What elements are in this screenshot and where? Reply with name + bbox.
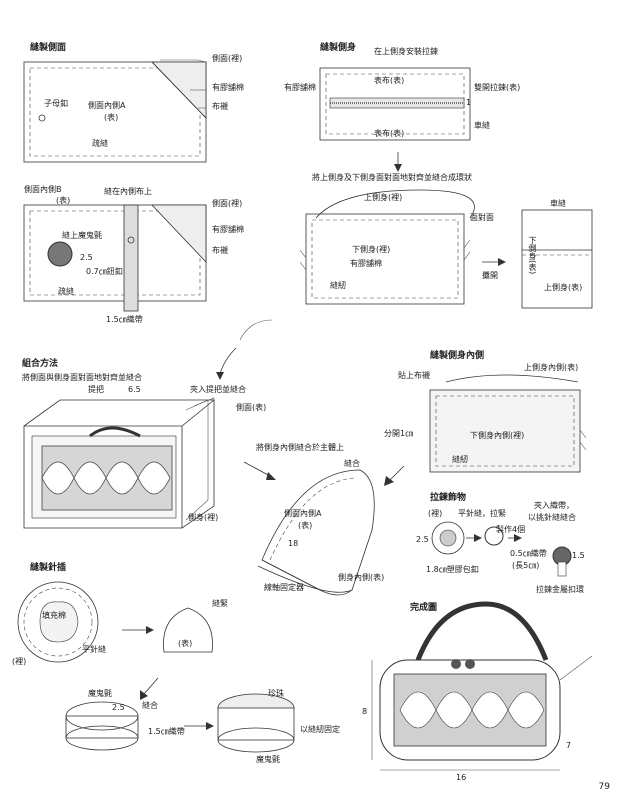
label-sew-9: 縫合 <box>142 701 158 710</box>
label-seam-6: 縫紉 <box>452 455 468 464</box>
finished-bag-diagram <box>371 601 593 771</box>
label-lining-b: 側面(裡) <box>212 199 243 208</box>
label-dim-18: 18 <box>288 539 299 548</box>
label-height: 8 <box>362 707 368 716</box>
label-zip-note: 在上側身安裝拉鍊 <box>374 47 438 56</box>
label-button: 0.7㎝鈕釦 <box>86 267 123 276</box>
label-tighten: 縫緊 <box>212 599 228 608</box>
label-flat-stitch: 平針縫，拉緊 <box>458 509 506 518</box>
label-zip-ring: 拉鍊金屬扣環 <box>536 585 584 594</box>
label-band-len: (長5㎝) <box>512 561 540 570</box>
pincushion-diagram <box>17 581 295 753</box>
label-outer2: 表布(表) <box>374 129 405 138</box>
label-inner-face: 側身內側(表) <box>338 573 385 582</box>
label-charm-dim: 2.5 <box>416 535 429 544</box>
zip-body-diagram <box>319 67 471 141</box>
label-band-9: 1.5㎝織帶 <box>148 727 185 736</box>
label-side-a: 側面內側A <box>88 101 126 110</box>
label-cloth-b: 布襯 <box>212 246 228 255</box>
section-title-side: 縫製側面 <box>30 43 67 53</box>
label-upper-side: 上側身(表) <box>544 283 583 292</box>
label-num-1: 1 <box>466 98 472 107</box>
label-holder: 線軸固定器 <box>264 583 304 592</box>
section-title-pincushion: 縫製針插 <box>30 563 67 573</box>
section-title-finished: 完成圖 <box>410 603 438 613</box>
assembly-box-diagram <box>23 397 215 529</box>
label-cloth: 布襯 <box>212 102 228 111</box>
label-sew-velcro: 縫上魔鬼氈 <box>62 231 102 240</box>
label-seam: 縫紉 <box>330 281 346 290</box>
label-lining: 側面(裡) <box>212 54 243 63</box>
label-sew-note: 將側身內側縫合於主體上 <box>256 443 344 452</box>
label-body-lining: 側身(裡) <box>188 513 219 522</box>
label-velcro: 魔鬼氈 <box>88 689 112 698</box>
label-pearl: 珍珠 <box>268 689 284 698</box>
label-charm-lining: (裡) <box>428 509 443 518</box>
label-upper-inner: 上側身內側(表) <box>524 363 579 372</box>
section-title-charm: 拉鍊飾物 <box>430 493 467 503</box>
label-assembly-instruction: 將側面與側身面對面地對齊並縫合 <box>22 373 142 382</box>
page-number: 79 <box>598 782 610 792</box>
label-gap: 分開1㎝ <box>384 429 414 438</box>
label-lower-inner: 下側身內側(裡) <box>470 431 525 440</box>
label-interfacing: 有膠舖棉 <box>212 83 244 92</box>
label-band: 1.5㎝織帶 <box>106 315 143 324</box>
label-hook2: 以挑針縫縫合 <box>528 513 576 522</box>
label-double-zip: 雙開拉鍊(表) <box>474 83 521 92</box>
label-side-a-face: (表) <box>104 113 119 122</box>
label-interfacing-4: 有膠舖棉 <box>350 259 382 268</box>
label-fill: 填充棉 <box>42 611 66 620</box>
label-hook: 夾入織帶， <box>534 501 574 510</box>
label-face: 面對面 <box>470 213 494 222</box>
label-stitch-b: 疏縫 <box>58 287 74 296</box>
label-side-a-7: 側面內側A <box>284 509 322 518</box>
label-make-4: 製作4個 <box>496 525 526 534</box>
label-fix: 以縫紉固定 <box>300 725 340 734</box>
label-interfacing-b: 有膠舖棉 <box>212 225 244 234</box>
label-outer: 表布(表) <box>374 76 405 85</box>
label-charm-button: 1.8㎝塑膠包釦 <box>426 565 479 574</box>
inner-sew-diagram <box>257 469 375 596</box>
label-lower: 下側身(裡) <box>352 245 391 254</box>
inner-body-diagram <box>429 374 587 473</box>
label-handle: 提把 <box>88 385 104 394</box>
label-open: 攤開 <box>482 271 498 280</box>
label-width: 16 <box>456 773 467 782</box>
zip-charm-diagram <box>431 521 572 577</box>
label-side-a-face-7: (表) <box>298 521 313 530</box>
side-panel-b-diagram <box>23 204 207 312</box>
body-ring-diagram <box>299 189 593 309</box>
label-interfacing-3: 有膠舖棉 <box>284 83 316 92</box>
label-stitch-3: 車縫 <box>474 121 490 130</box>
label-sew: 縫合 <box>344 459 360 468</box>
label-ring-instruction: 將上側身及下側身面對面地對齊並縫合成環狀 <box>312 173 472 182</box>
label-sew-on-lining: 縫在內側布上 <box>104 187 152 196</box>
label-snap: 子母釦 <box>44 99 68 108</box>
label-insert: 夾入提把並縫合 <box>190 385 246 394</box>
label-depth: 7 <box>566 741 572 750</box>
label-lining-9: (裡) <box>12 657 27 666</box>
label-dim-65: 6.5 <box>128 385 141 394</box>
label-flat-9: 平針縫 <box>82 645 106 654</box>
section-title-inner: 縫製側身內側 <box>430 351 485 361</box>
section-title-body: 縫製側身 <box>320 43 357 53</box>
label-dim-9: 2.5 <box>112 703 125 712</box>
label-stitch-4: 車縫 <box>550 199 566 208</box>
label-charm-band: 0.5㎝織帶 <box>510 549 547 558</box>
label-dim-25: 2.5 <box>80 253 93 262</box>
label-cloth-6: 貼上布襯 <box>398 371 430 380</box>
label-charm-dim2: 1.5 <box>572 551 585 560</box>
label-side-b-face: (表) <box>56 196 71 205</box>
side-panel-diagram <box>23 59 207 163</box>
label-upper: 上側身(裡) <box>364 193 403 202</box>
label-face-9: (表) <box>178 639 193 648</box>
label-stitch: 疏縫 <box>92 139 108 148</box>
label-side-face: 側面(表) <box>236 403 267 412</box>
label-side-b: 側面內側B <box>24 185 62 194</box>
section-title-assembly: 組合方法 <box>22 359 59 369</box>
label-velcro2: 魔鬼氈 <box>256 755 280 764</box>
label-lower-side: 下側身(表) <box>528 236 537 275</box>
